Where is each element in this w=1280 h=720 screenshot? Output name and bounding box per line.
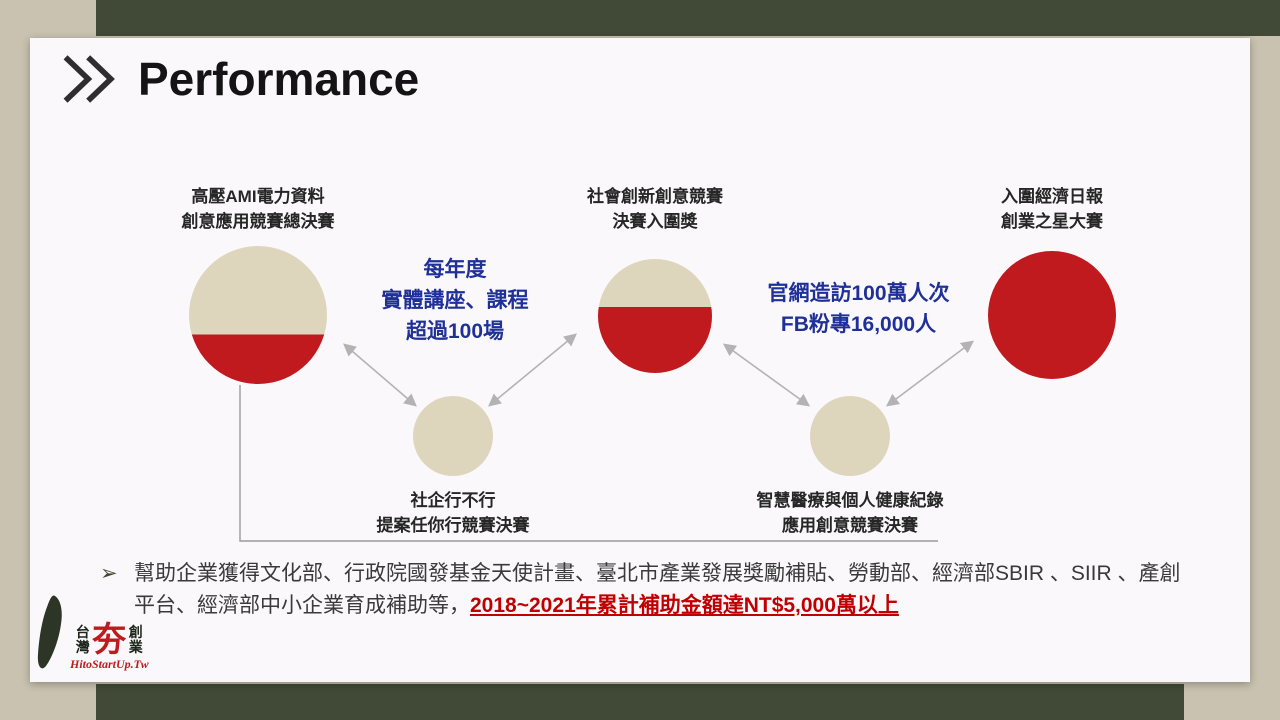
label-ami-competition: 高壓AMI電力資料 創意應用競賽總決賽 xyxy=(108,184,408,234)
label-line: 社會創新創意競賽 xyxy=(587,187,723,206)
footer-text: 幫助企業獲得文化部、行政院國發基金天使計畫、臺北市產業發展獎勵補貼、勞動部、經濟… xyxy=(134,562,1181,617)
page-title: Performance xyxy=(138,53,420,105)
label-line: 創意應用競賽總決賽 xyxy=(181,212,335,231)
logo-chars-right: 創業 xyxy=(128,624,143,655)
label-line: 提案任你行競賽決賽 xyxy=(376,516,530,535)
note-line: FB粉專16,000人 xyxy=(780,313,937,336)
circle-social-innovation xyxy=(598,259,712,373)
title-row: Performance xyxy=(58,52,419,106)
label-line: 社企行不行 xyxy=(410,491,496,510)
note-lectures: 每年度 實體講座、課程 超過100場 xyxy=(325,254,585,347)
note-line: 每年度 xyxy=(423,258,487,281)
logo-char-main: 夯 xyxy=(92,621,127,659)
label-smart-medical: 智慧醫療與個人健康紀錄 應用創意競賽決賽 xyxy=(700,488,1000,538)
note-web-traffic: 官網造訪100萬人次 FB粉專16,000人 xyxy=(716,278,1001,340)
label-line: 決賽入圍獎 xyxy=(612,212,698,231)
note-line: 超過100場 xyxy=(405,320,505,343)
label-social-innovation: 社會創新創意競賽 決賽入圍獎 xyxy=(505,184,805,234)
footer-highlight: 2018~2021年累計補助金額達NT$5,000萬以上 xyxy=(470,594,899,617)
circle-economic-daily xyxy=(988,251,1116,379)
arrow-left-circle-to-small xyxy=(343,343,417,407)
label-social-enterprise: 社企行不行 提案任你行競賽決賽 xyxy=(303,488,603,538)
note-line: 實體講座、課程 xyxy=(381,289,529,312)
logo-chars-left: 台灣 xyxy=(75,624,90,655)
label-line: 創業之星大賽 xyxy=(1001,212,1103,231)
circle-ami-competition xyxy=(189,246,327,384)
note-line: 官網造訪100萬人次 xyxy=(767,282,950,305)
frame-bar-top xyxy=(96,0,1280,36)
footer-note: ➢ 幫助企業獲得文化部、行政院國發基金天使計畫、臺北市產業發展獎勵補貼、勞動部、經… xyxy=(100,558,1190,622)
label-line: 入圍經濟日報 xyxy=(1001,187,1103,206)
label-line: 智慧醫療與個人健康紀錄 xyxy=(756,491,944,510)
logo-subtitle: HitoStartUp.Tw xyxy=(70,657,149,671)
slide: Performance 高壓AMI電力資料 創意應用競賽總決賽 社會創新創意競賽… xyxy=(30,38,1250,682)
logo-row: 台灣 夯 創業 xyxy=(75,623,143,657)
double-chevron-icon xyxy=(63,55,115,103)
taiwan-island-icon xyxy=(37,595,62,669)
label-economic-daily: 入圍經濟日報 創業之星大賽 xyxy=(902,184,1202,234)
arrow-mid-circle-to-small xyxy=(722,343,811,407)
frame-bar-bottom xyxy=(96,684,1184,720)
logo-text: 台灣 夯 創業 HitoStartUp.Tw xyxy=(70,623,149,676)
label-line: 高壓AMI電力資料 xyxy=(191,187,325,206)
circle-smart-medical xyxy=(810,396,890,476)
circle-social-enterprise xyxy=(413,396,493,476)
label-line: 應用創意競賽決賽 xyxy=(782,516,918,535)
logo-hitostartup: 台灣 夯 創業 HitoStartUp.Tw xyxy=(36,594,149,676)
arrow-small-to-right-circle xyxy=(885,340,975,407)
bullet-arrow-icon: ➢ xyxy=(100,562,118,585)
